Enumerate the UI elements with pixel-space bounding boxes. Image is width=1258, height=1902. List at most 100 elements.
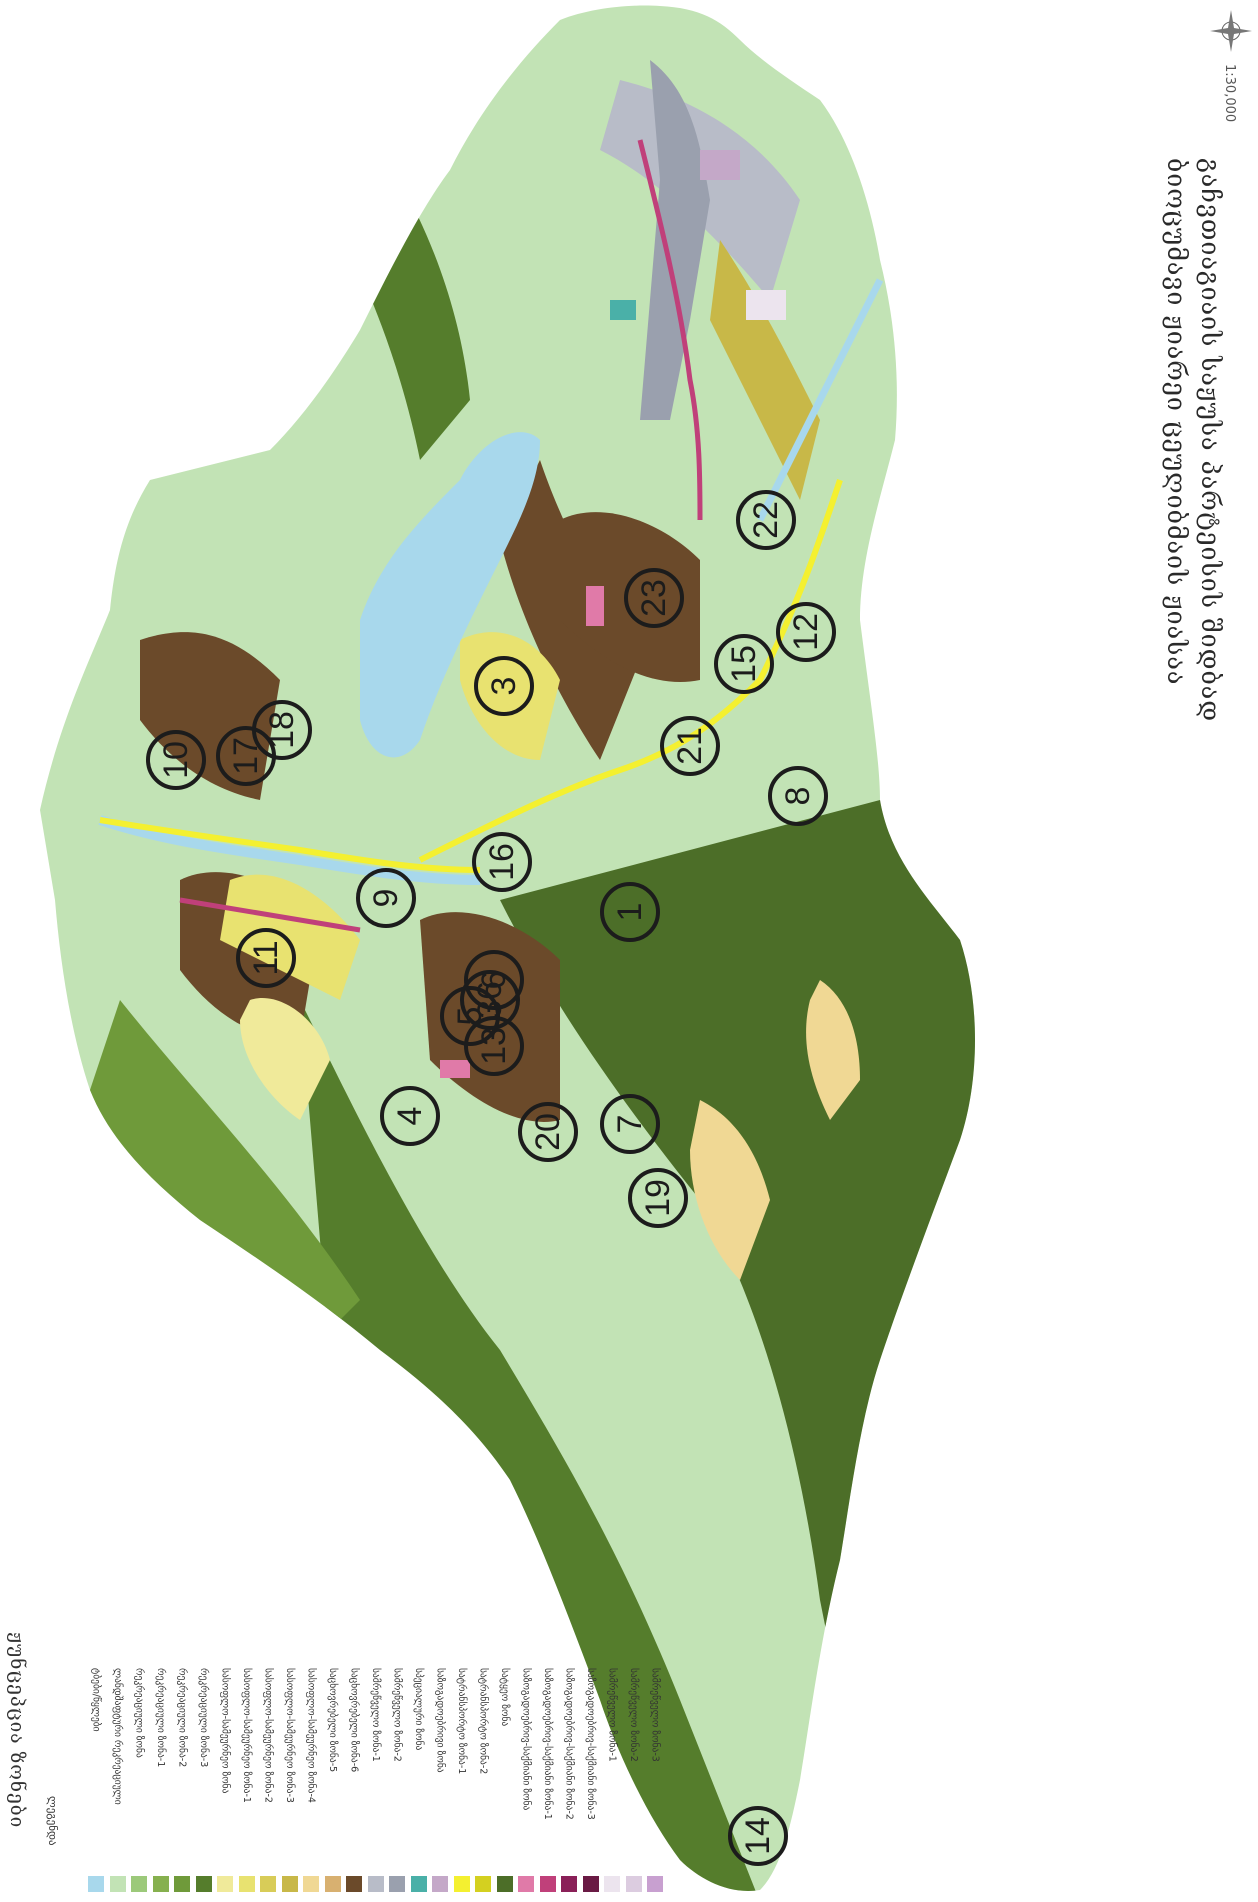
site-marker-circle: [714, 634, 774, 694]
site-marker-circle: [460, 970, 520, 1030]
site-marker-10[interactable]: 10: [146, 730, 206, 790]
site-marker-circle: [518, 1102, 578, 1162]
legend-item-label: რეკრეაციული ზონა-3: [198, 1668, 209, 1768]
site-marker-14[interactable]: 14: [728, 1806, 788, 1866]
site-marker-18[interactable]: 18: [252, 700, 312, 760]
site-marker-19[interactable]: 19: [628, 1168, 688, 1228]
legend-swatch: [109, 1876, 126, 1892]
site-marker-9[interactable]: 9: [356, 868, 416, 928]
legend-item: სატყეო ზონა: [495, 1668, 515, 1892]
site-marker-36[interactable]: 36: [460, 970, 520, 1030]
site-marker-4[interactable]: 4: [380, 1086, 440, 1146]
site-marker-15[interactable]: 15: [714, 634, 774, 694]
site-marker-circle: [472, 832, 532, 892]
legend-swatch: [389, 1876, 405, 1892]
legend-item: სასოფლო-სამეურნეო ზონა-1: [237, 1668, 257, 1892]
legend-item: საზოგადოებრივი ზონა: [430, 1668, 450, 1892]
site-marker-circle: [440, 986, 500, 1046]
legend-swatch: [518, 1876, 534, 1892]
site-marker-circle: [356, 868, 416, 928]
site-marker-circle: [600, 1094, 660, 1154]
legend-swatch: [604, 1876, 620, 1892]
site-marker-12[interactable]: 12: [776, 602, 836, 662]
legend-item-label: სამრეწველო ზონა-2: [628, 1668, 639, 1762]
legend-swatch: [346, 1876, 362, 1892]
legend-item: სასოფლო-სამეურნეო ზონა-2: [258, 1668, 278, 1892]
legend-item-label: სასოფლო-სამეურნეო ზონა-1: [241, 1668, 252, 1803]
legend-swatch: [238, 1876, 255, 1892]
legend-swatch: [260, 1876, 276, 1892]
legend-item-label: სატყეო ზონა: [499, 1668, 510, 1727]
site-marker-label: 21: [671, 727, 709, 765]
site-marker-label: 12: [787, 613, 825, 651]
site-marker-circle: [236, 928, 296, 988]
site-marker-1[interactable]: 1: [600, 882, 660, 942]
legend-item-label: სატრანსპორტო ზონა-1: [456, 1668, 467, 1775]
legend-swatch: [281, 1876, 298, 1892]
legend-item: სპეციალური ზონა: [409, 1668, 429, 1892]
site-marker-label: 7: [611, 1115, 649, 1134]
site-marker-label: 18: [263, 711, 301, 749]
legend-item-label: სასოფლო-სამეურნეო ზონა: [219, 1668, 231, 1794]
legend-item-label: რეკრეაციული ზონა: [133, 1668, 145, 1758]
legend-item: საზოგადოებრივ-საქმიანი ზონა-1: [538, 1668, 558, 1892]
site-marker-11[interactable]: 11: [236, 928, 296, 988]
site-marker-circle: [736, 490, 796, 550]
site-marker-label: 11: [247, 940, 285, 975]
legend-item-label: საზოგადოებრივი ზონა: [434, 1668, 446, 1773]
site-marker-8[interactable]: 8: [768, 766, 828, 826]
legend-item: რეკრეაციული ზონა-1: [151, 1668, 171, 1892]
site-marker-circle: [474, 656, 534, 716]
site-marker-3[interactable]: 3: [474, 656, 534, 716]
legend-swatch: [453, 1876, 470, 1892]
site-marker-circle: [624, 568, 684, 628]
legend-swatch: [303, 1876, 319, 1892]
site-marker-23[interactable]: 23: [624, 568, 684, 628]
legend-item-label: სასოფლო-სამეურნეო ზონა-4: [305, 1668, 317, 1803]
legend-item-label: რეკრეაციული ზონა-2: [176, 1668, 188, 1768]
legend-item: სატრანსპორტო ზონა-2: [473, 1668, 493, 1892]
map-subtitle: ბიოცუმავი ჟიარეი ცეუღიბმაის ჟიასაა: [1162, 158, 1191, 686]
site-marker-circle: [728, 1806, 788, 1866]
site-marker-label: 15: [725, 645, 763, 683]
site-marker-circle: [464, 1016, 524, 1076]
site-marker-21[interactable]: 21: [660, 716, 720, 776]
site-marker-13[interactable]: 13: [464, 1016, 524, 1076]
site-marker-circle: [600, 882, 660, 942]
legend-item-label: რეკრეაციული ზონა-1: [155, 1668, 166, 1768]
site-marker-label: 13: [475, 1027, 513, 1065]
legend-item-label: სასოფლო-სამეურნეო ზონა-3: [284, 1668, 295, 1803]
legend-swatch: [88, 1876, 104, 1892]
legend-item: რეკრეაციული ზონა-2: [172, 1668, 192, 1892]
site-marker-circle: [252, 700, 312, 760]
legend-item-label: სამრეწველო ზონა-1: [370, 1668, 381, 1762]
legend-item-label: საზოგადოებრივ-საქმიანი ზონა-2: [563, 1668, 575, 1820]
legend-swatch: [625, 1876, 642, 1892]
legend-item: სამრეწველო ზონა-1: [602, 1668, 622, 1892]
site-marker-circle: [628, 1168, 688, 1228]
legend-swatch: [561, 1876, 577, 1892]
legend-item-label: სპეციალური ზონა: [413, 1668, 424, 1751]
legend-item-label: საზოგადოებრივ-საქმიანი ზონა-3: [585, 1668, 596, 1820]
site-marker-label: 10: [157, 741, 195, 779]
site-marker-label: 23: [635, 579, 673, 617]
site-marker-label: 8: [779, 787, 817, 806]
site-marker-label: 19: [639, 1179, 677, 1217]
site-marker-label: 4: [391, 1107, 429, 1126]
legend-swatch: [410, 1876, 427, 1892]
legend-swatch: [152, 1876, 169, 1892]
site-marker-22[interactable]: 22: [736, 490, 796, 550]
legend-swatch: [195, 1876, 212, 1892]
legend-item-label: ტბები/წყლები: [90, 1668, 102, 1732]
legend-item: საზოგადოებრივ-საქმიანი ზონა: [516, 1668, 536, 1892]
site-marker-circle: [660, 716, 720, 776]
site-marker-17[interactable]: 17: [216, 726, 276, 786]
site-marker-label: 16: [483, 843, 521, 881]
legend-swatch: [539, 1876, 556, 1892]
legend-item-label: საცხოვრებელი ზონა-6: [348, 1668, 360, 1773]
site-marker-20[interactable]: 20: [518, 1102, 578, 1162]
site-marker-7[interactable]: 7: [600, 1094, 660, 1154]
site-marker-16[interactable]: 16: [472, 832, 532, 892]
legend-item-label: სამრეწველო ზონა-2: [391, 1668, 403, 1762]
